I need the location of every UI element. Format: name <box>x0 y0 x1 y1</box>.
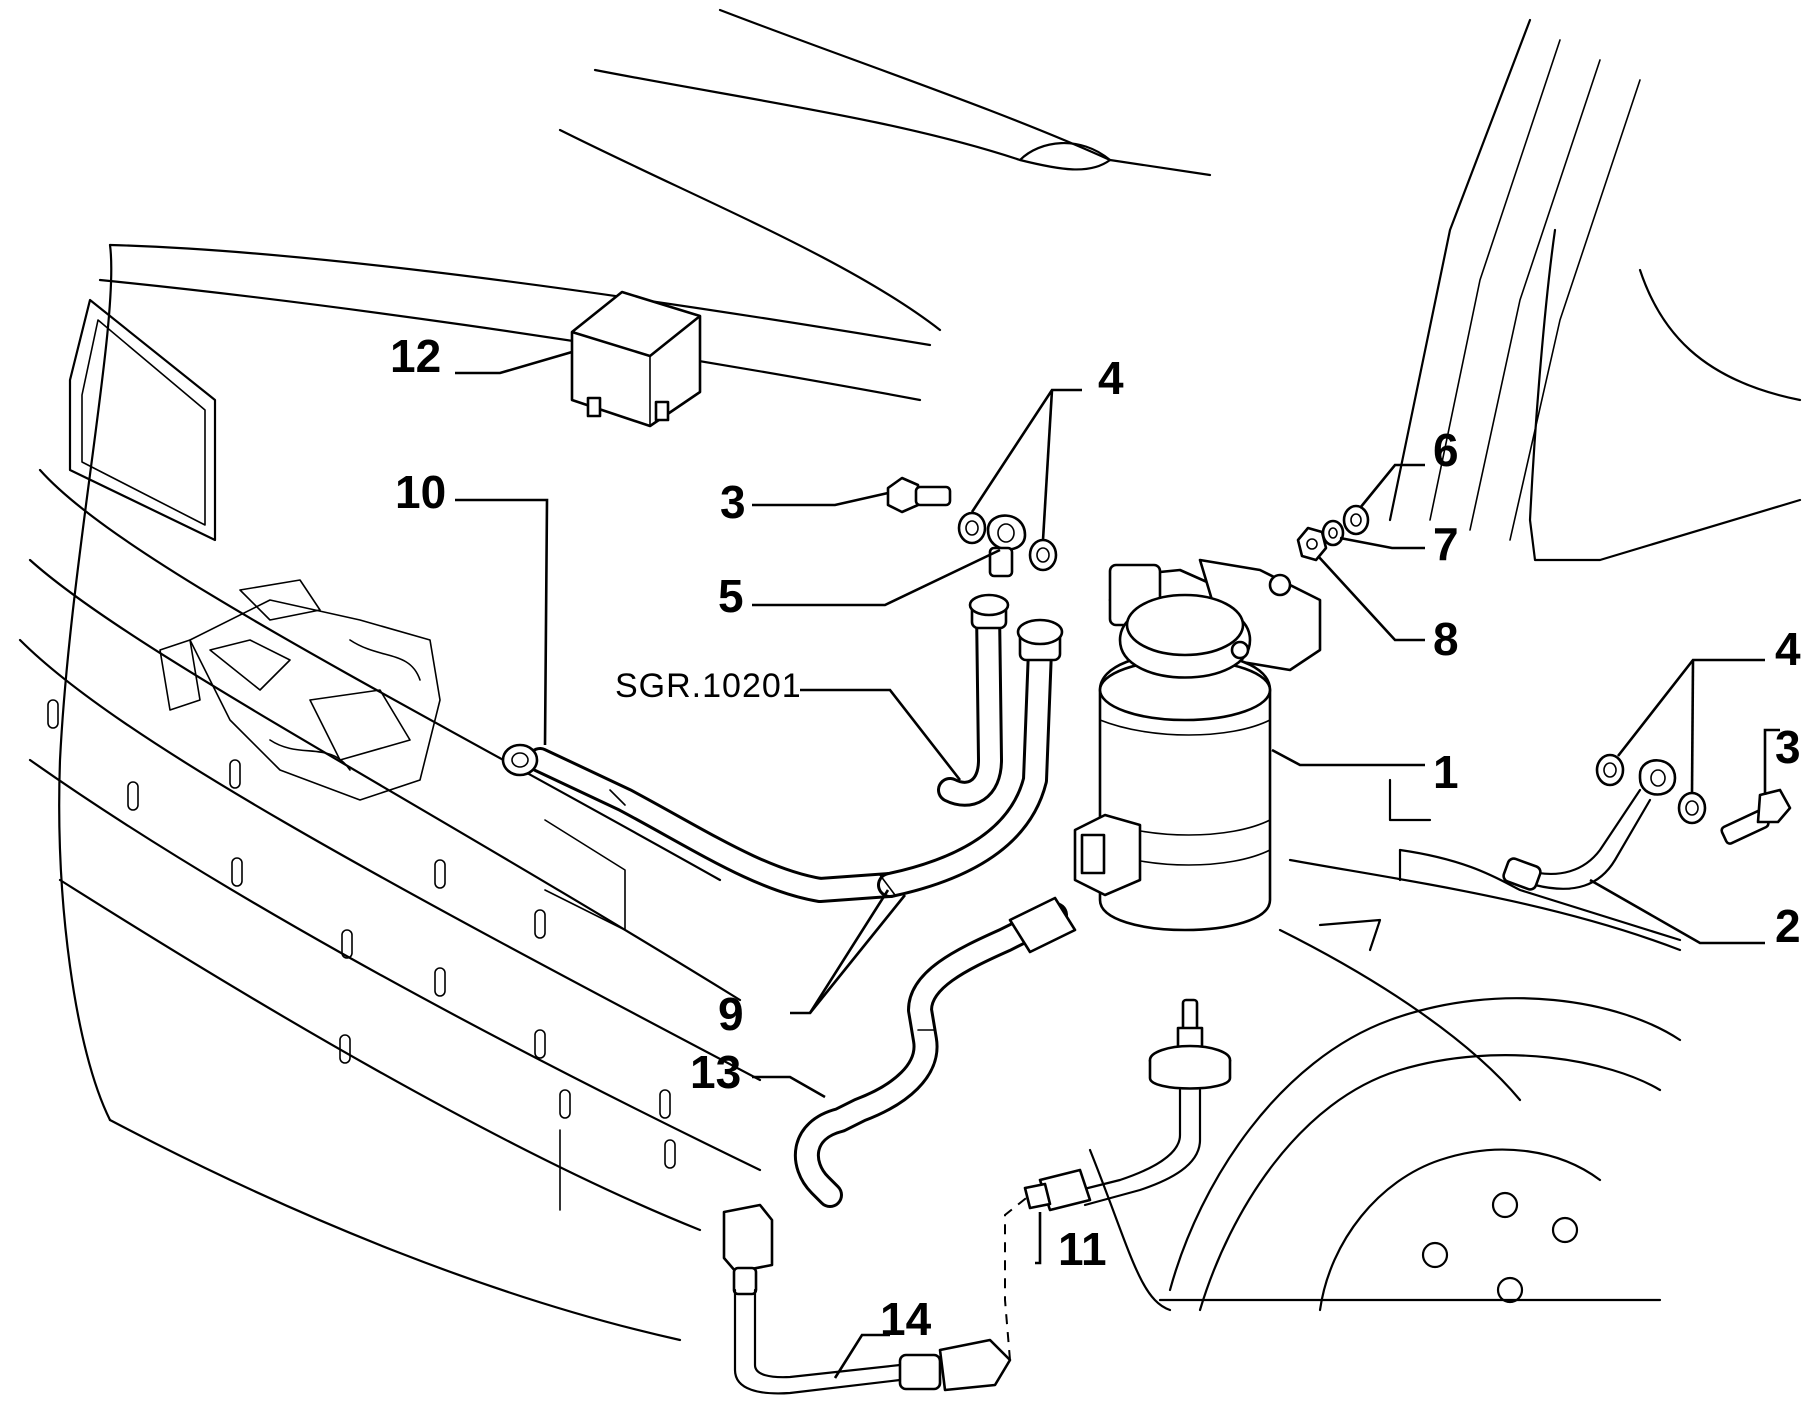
callout-8: 8 <box>1433 613 1459 665</box>
callout-7: 7 <box>1433 518 1459 570</box>
callout-13: 13 <box>690 1046 741 1098</box>
hose-supply-5 <box>937 593 1010 807</box>
callout-10: 10 <box>395 466 446 518</box>
fuel-filter <box>1073 558 1322 932</box>
callout-4-right: 4 <box>1775 623 1801 675</box>
hose-13 <box>794 896 1077 1208</box>
clamp-10 <box>501 743 539 777</box>
nut-washers <box>1296 504 1370 562</box>
leader-lines <box>455 350 1780 1379</box>
callout-3-right: 3 <box>1775 721 1801 773</box>
vehicle-body-outline <box>18 8 1802 1342</box>
callout-4-left: 4 <box>1098 352 1124 404</box>
drawing-reference: SGR.10201 <box>615 667 802 705</box>
callout-5: 5 <box>718 570 744 622</box>
water-sensor <box>1023 998 1232 1212</box>
callout-6: 6 <box>1433 424 1459 476</box>
wiring-harness <box>722 1194 1031 1395</box>
hose-9-return <box>527 618 1064 903</box>
callout-labels: 12 10 3 4 5 SGR.10201 6 7 8 1 4 3 2 9 13… <box>390 330 1801 1345</box>
callout-2: 2 <box>1775 900 1801 952</box>
callout-11: 11 <box>1058 1223 1107 1275</box>
wheel-lug-holes <box>1421 1191 1579 1304</box>
banjo-fitting-left <box>886 476 1058 578</box>
banjo-pipe-right <box>1502 753 1792 891</box>
callout-12: 12 <box>390 330 441 382</box>
callout-1: 1 <box>1433 746 1459 798</box>
callout-14: 14 <box>880 1293 932 1345</box>
grille-slots <box>47 699 676 1169</box>
callout-3-left: 3 <box>720 476 746 528</box>
engine-block <box>159 579 441 801</box>
callout-9: 9 <box>718 988 744 1040</box>
relay <box>570 290 702 428</box>
